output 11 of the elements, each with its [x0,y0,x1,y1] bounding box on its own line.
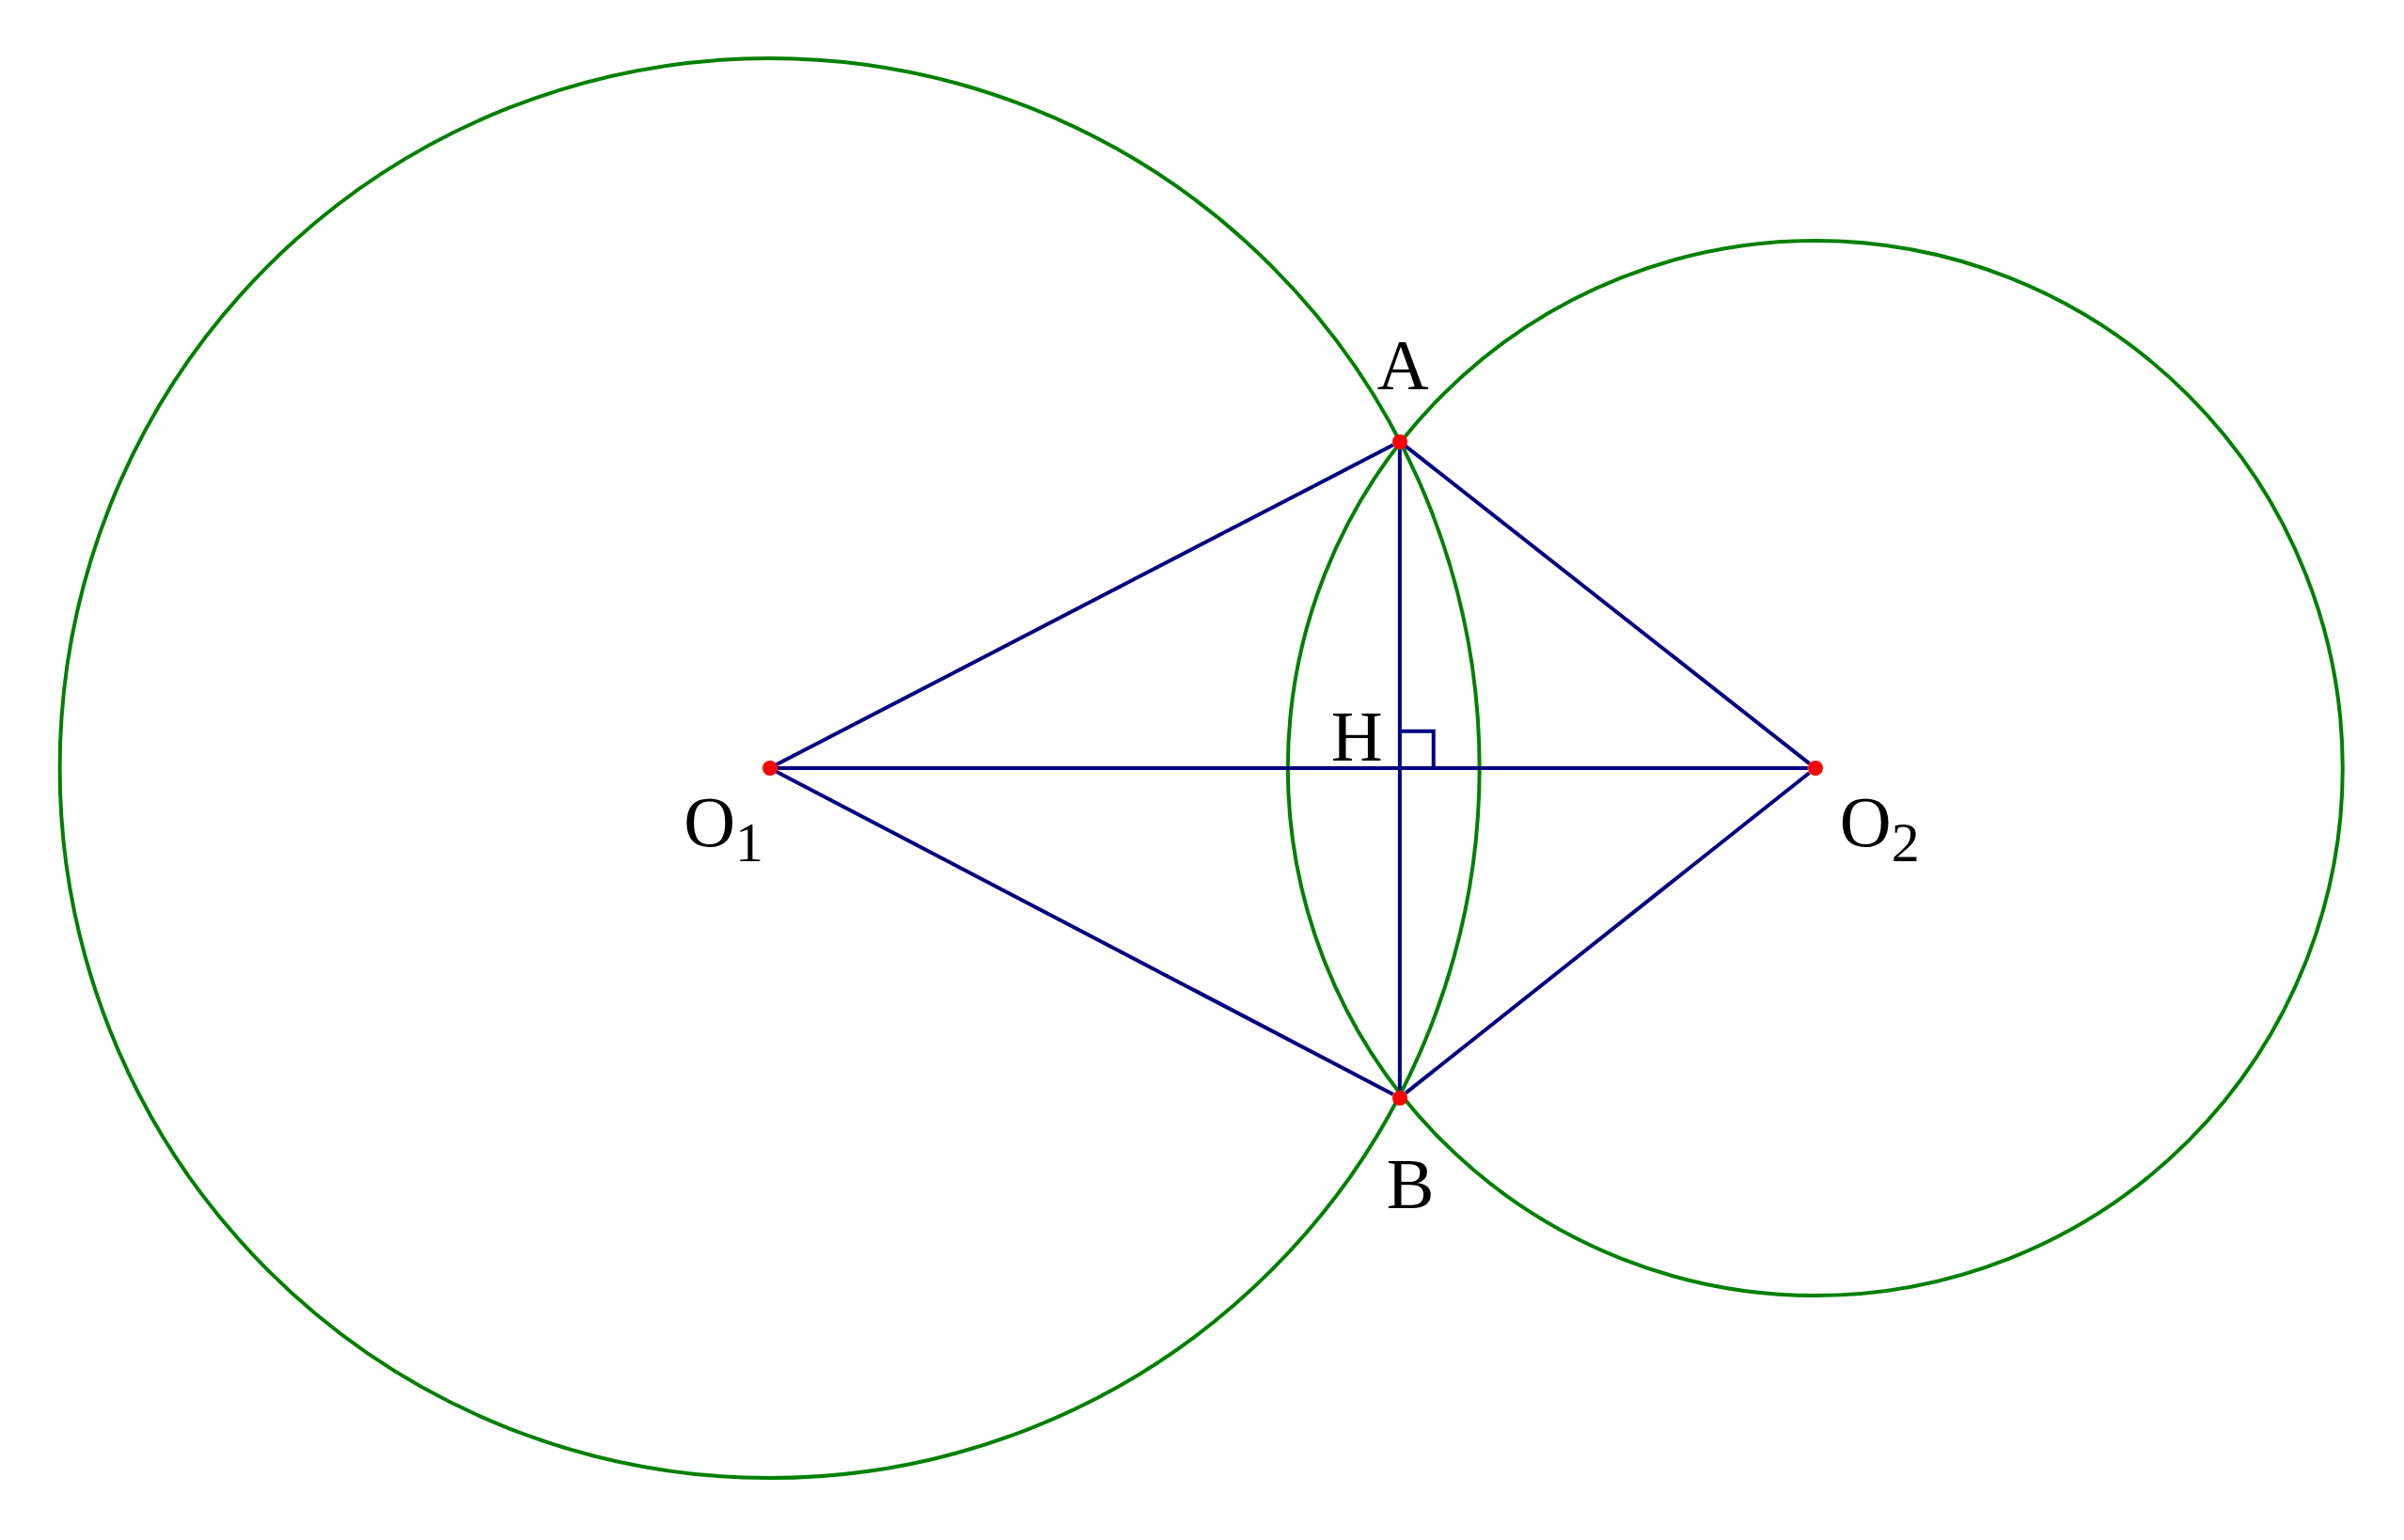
line-segment [1397,448,1402,1091]
point-label: O$_{2}$ [1839,785,1920,871]
line-segment [1404,445,1811,765]
point-label: B [1386,1147,1435,1219]
point-label: H [1330,699,1383,772]
line-segment [777,766,1808,770]
point-label: A [1376,329,1429,401]
point-label: O$_{1}$ [683,785,764,871]
line-segment [1404,771,1811,1095]
line-segment [775,769,1394,1096]
line-segment [775,443,1394,767]
